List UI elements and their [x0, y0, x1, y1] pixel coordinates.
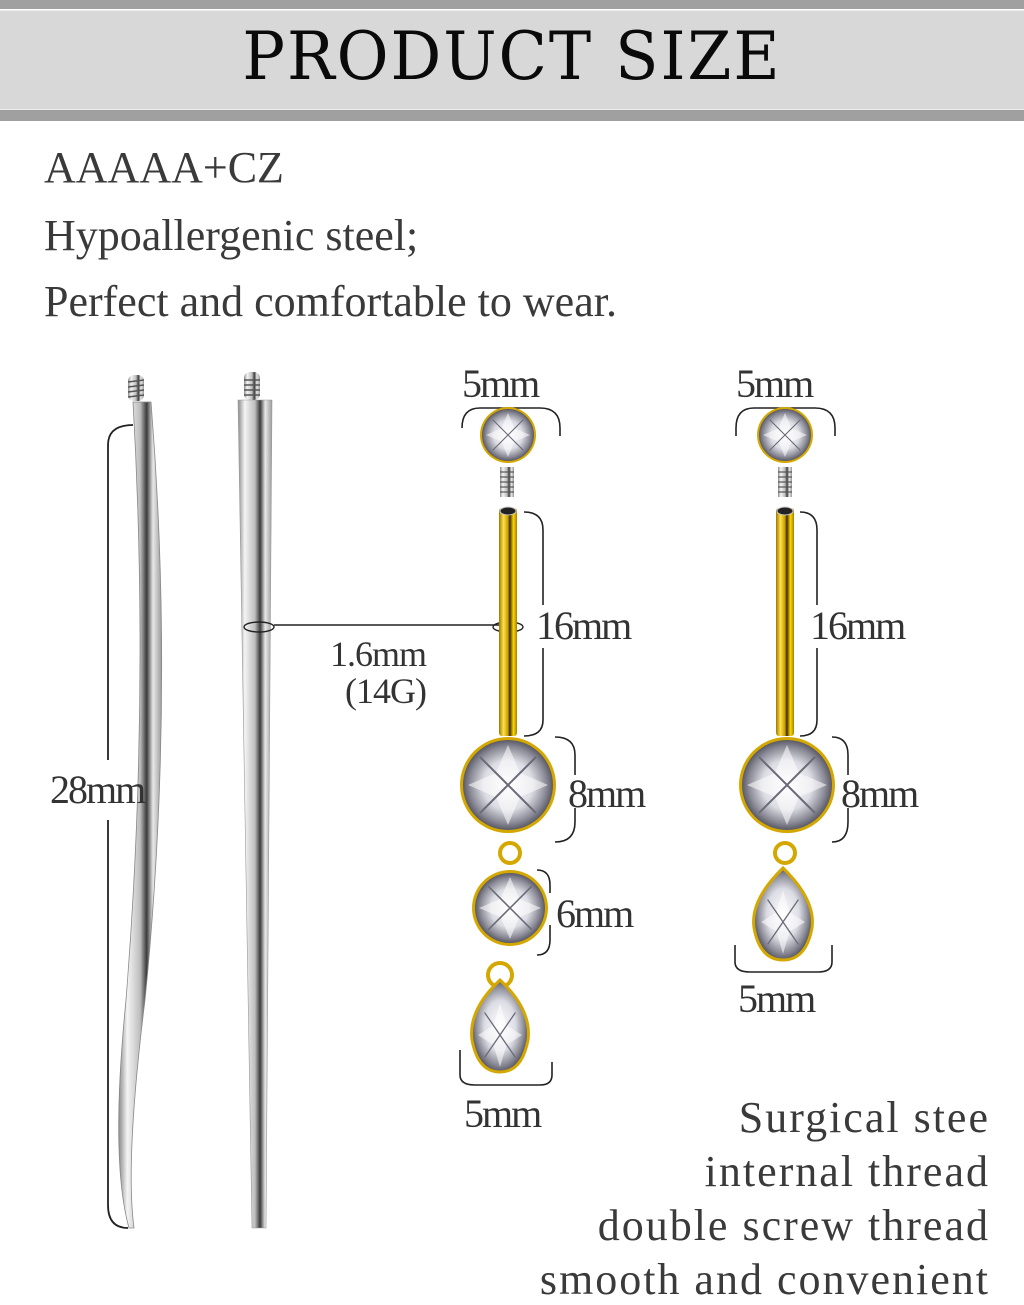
header-band-top: [0, 0, 1024, 9]
intro-line-material: Hypoallergenic steel;: [44, 211, 419, 260]
left-main-gem-label: 8mm: [568, 771, 646, 816]
belly-ring-three-gem: [459, 407, 576, 1086]
feature-double-screw: double screw thread: [597, 1201, 990, 1250]
right-drop-gem-label: 5mm: [738, 976, 816, 1021]
intro-line-comfort: Perfect and comfortable to wear.: [44, 277, 617, 326]
feature-surgical-steel: Surgical stee: [738, 1093, 990, 1142]
header-band-bottom: [0, 110, 1024, 121]
page-title: PRODUCT SIZE: [242, 18, 782, 95]
left-drop-gem-label: 5mm: [464, 1091, 542, 1136]
curved-taper-pin: [118, 375, 163, 1229]
intro-line-grade: AAAAA+CZ: [44, 143, 284, 192]
belly-ring-two-gem: [734, 407, 849, 973]
straight-taper-pin: [237, 372, 273, 1229]
header-band: [0, 10, 1024, 110]
gauge-g-label: (14G): [345, 671, 427, 711]
feature-smooth: smooth and convenient: [539, 1255, 990, 1304]
taper-length-label: 28mm: [50, 767, 146, 812]
right-top-gem-label: 5mm: [736, 361, 814, 406]
right-bar-length-label: 16mm: [810, 603, 906, 648]
left-bar-length-label: 16mm: [536, 603, 632, 648]
left-middle-gem-label: 6mm: [556, 891, 634, 936]
gauge-mm-label: 1.6mm: [330, 634, 427, 674]
left-top-gem-label: 5mm: [462, 361, 540, 406]
right-main-gem-label: 8mm: [841, 771, 919, 816]
feature-internal-thread: internal thread: [704, 1147, 990, 1196]
